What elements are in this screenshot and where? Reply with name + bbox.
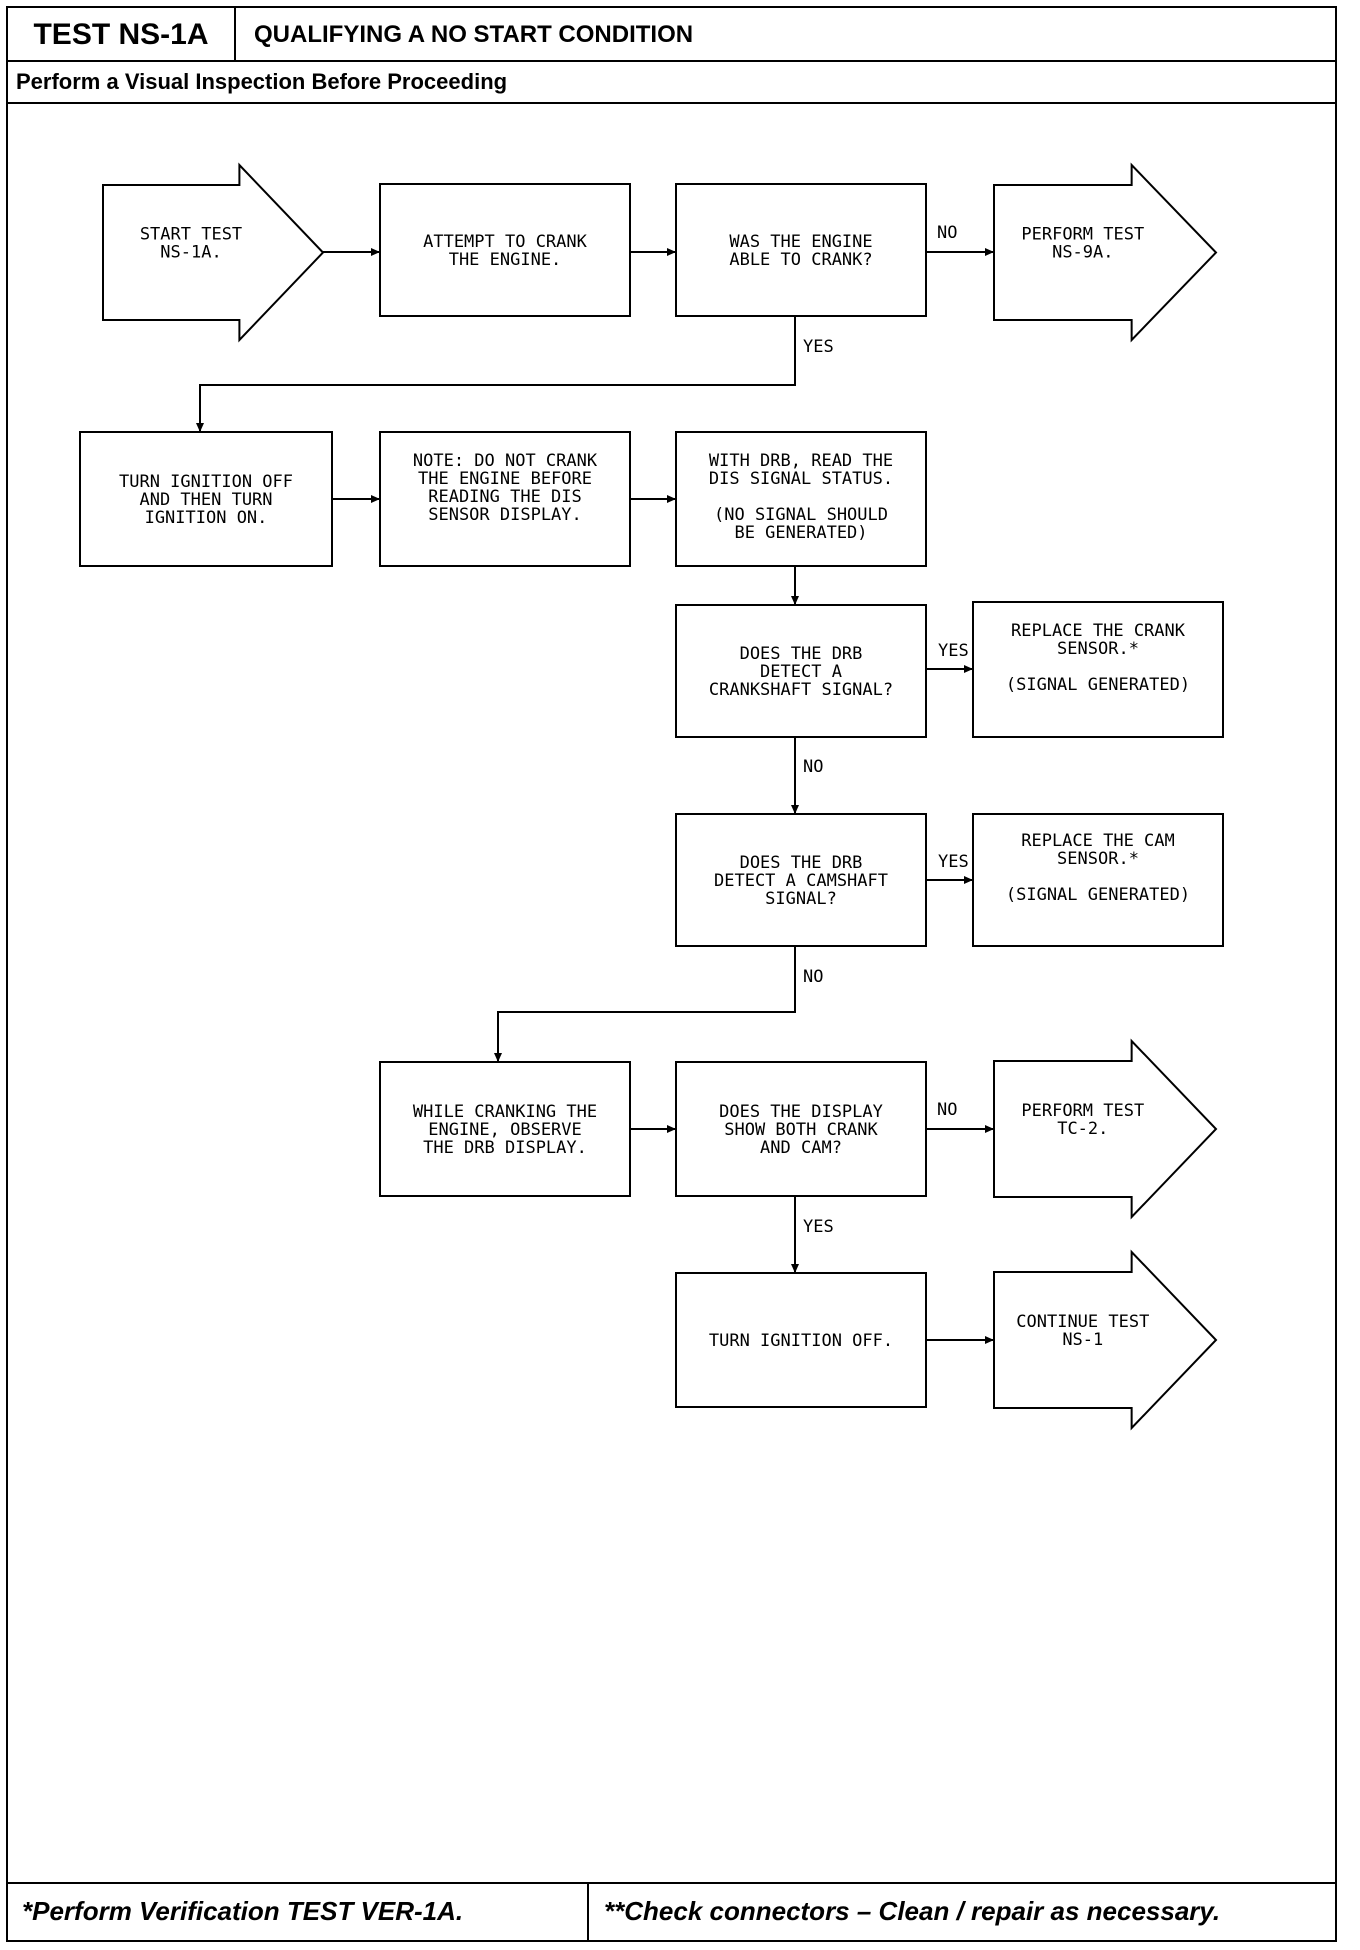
flow-arrow-box-ns1: [993, 1249, 1218, 1431]
edge-both-ignoff-head: [791, 1264, 799, 1273]
edge-start-crank-head: [371, 248, 380, 256]
flow-box-both: [675, 1061, 927, 1197]
footer-column-divider: [587, 1882, 589, 1942]
footer-note-connectors: **Check connectors – Clean / repair as n…: [604, 1896, 1221, 1926]
flow-box-repcam: [972, 813, 1224, 947]
flow-arrow-box-tc2: [993, 1038, 1218, 1220]
edge-observe-both-head: [667, 1125, 676, 1133]
flow-box-note: [379, 431, 631, 567]
footer-divider: [8, 1882, 1335, 1884]
flow-arrow-box-ns9a: [993, 162, 1218, 343]
flow-box-ignoff: [675, 1272, 927, 1408]
flow-box-repcrank: [972, 601, 1224, 738]
edge-crank-able-head: [667, 248, 676, 256]
edge-camsig-observe: [497, 946, 796, 1062]
edge-label-able-yes: YES: [803, 337, 834, 357]
flow-arrow-box-start: [102, 162, 325, 343]
edge-drb-cksig-head: [791, 596, 799, 605]
test-sheet: TEST NS-1A QUALIFYING A NO START CONDITI…: [6, 6, 1337, 1942]
edge-both-tc2-head: [985, 1125, 994, 1133]
edge-camsig-repcam-head: [964, 876, 973, 884]
edge-able-ign: [199, 316, 796, 432]
edge-able-ign-head: [196, 423, 204, 432]
edge-ignoff-ns1-head: [985, 1336, 994, 1344]
test-id: TEST NS-1A: [8, 8, 236, 62]
edge-label-able-no: NO: [937, 223, 957, 243]
edge-label-camsig-yes: YES: [938, 852, 969, 872]
edge-camsig-observe-head: [494, 1053, 502, 1062]
subtitle-divider: [8, 102, 1335, 104]
flow-box-cksig: [675, 604, 927, 738]
header-divider: [236, 60, 1336, 62]
edge-label-cksig-no: NO: [803, 757, 823, 777]
edge-label-camsig-no: NO: [803, 967, 823, 987]
footer-note-verification: *Perform Verification TEST VER-1A.: [22, 1896, 464, 1926]
edge-label-both-no: NO: [937, 1100, 957, 1120]
flow-text-ignoff: TURN IGNITION OFF.: [709, 1331, 893, 1351]
flow-box-crank: [379, 183, 631, 317]
flow-box-drb: [675, 431, 927, 567]
test-subtitle: Perform a Visual Inspection Before Proce…: [16, 69, 508, 94]
edge-cksig-camsig-head: [791, 805, 799, 814]
flow-box-able: [675, 183, 927, 317]
edge-ign-note-head: [371, 495, 380, 503]
flow-box-camsig: [675, 813, 927, 947]
flow-box-ign: [79, 431, 333, 567]
edge-able-ns9a-head: [985, 248, 994, 256]
edge-note-drb-head: [667, 495, 676, 503]
edge-label-both-yes: YES: [803, 1217, 834, 1237]
edge-label-cksig-yes: YES: [938, 641, 969, 661]
edge-cksig-repcrank-head: [964, 665, 973, 673]
test-title: QUALIFYING A NO START CONDITION: [254, 21, 694, 48]
